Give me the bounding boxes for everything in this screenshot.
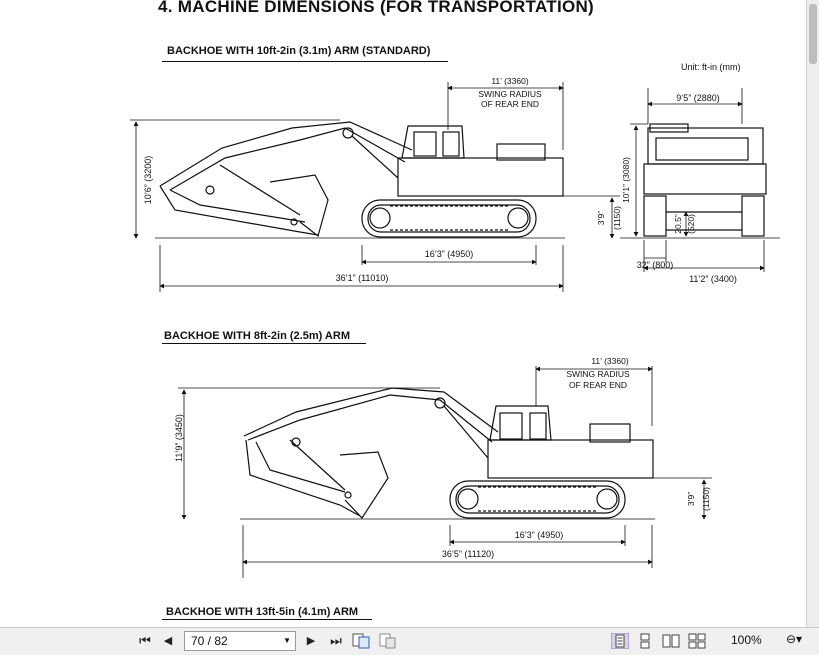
swing-radius-label: SWING RADIUS	[478, 89, 542, 99]
track-height-mm: (1150)	[612, 206, 622, 230]
units-note: Unit: ft-in (mm)	[681, 62, 741, 72]
swing-radius-dim: 11’ (3360)	[491, 76, 528, 86]
continuous-view-icon[interactable]	[637, 633, 653, 649]
swing-radius-dim: 11’ (3360)	[591, 356, 628, 366]
swing-radius-label: OF REAR END	[481, 99, 539, 109]
excavator-front-view	[643, 123, 767, 237]
heading-underline	[162, 61, 448, 62]
track-height-dim: 3’9”	[596, 211, 606, 225]
cab-width-dim: 9’5” (2880)	[676, 93, 720, 103]
dimension-lines-short-arm	[178, 366, 712, 578]
page-number-value: 70 / 82	[191, 634, 228, 648]
page-setup-icon[interactable]	[378, 633, 398, 649]
viewer-toolbar: ⏮ ◀ 70 / 82 ▼ ▶ ⏭ 100% ⊖▾	[0, 627, 819, 655]
page-title: 4. MACHINE DIMENSIONS (FOR TRANSPORTATIO…	[158, 0, 595, 16]
overall-length-dim: 36’1” (11010)	[336, 273, 389, 283]
shoe-width-dim: 32” (800)	[637, 260, 674, 270]
front-height-dim: 10’1” (3080)	[621, 157, 631, 203]
ground-clearance-dim: 20.5”	[673, 214, 683, 234]
track-length-dim: 16’3” (4950)	[425, 249, 474, 259]
overall-length-dim: 36’5” (11120)	[442, 549, 494, 559]
first-page-button[interactable]: ⏮	[139, 633, 151, 648]
zoom-dropdown-icon[interactable]: ⊖▾	[786, 632, 803, 646]
section-heading-standard-arm: BACKHOE WITH 10ft-2in (3.1m) ARM (STANDA…	[167, 45, 431, 57]
section-heading-long-arm: BACKHOE WITH 13ft-5in (4.1m) ARM	[166, 606, 359, 618]
next-page-button[interactable]: ▶	[306, 635, 316, 647]
single-page-view-icon[interactable]	[611, 633, 629, 649]
excavator-side-view-short-arm	[240, 387, 655, 520]
height-dim: 11’9” (3450)	[174, 414, 184, 462]
ground-clearance-mm: (520)	[686, 214, 696, 234]
copy-page-icon[interactable]	[352, 633, 372, 649]
dimension-lines-front	[620, 88, 780, 272]
track-height-dim: 3’9”	[686, 492, 696, 506]
vertical-scrollbar[interactable]	[806, 0, 819, 627]
zoom-level[interactable]: 100%	[731, 633, 762, 647]
swing-radius-label: OF REAR END	[569, 380, 627, 390]
section-heading-short-arm: BACKHOE WITH 8ft-2in (2.5m) ARM	[164, 330, 350, 342]
heading-underline	[162, 343, 366, 344]
last-page-button[interactable]: ⏭	[330, 633, 342, 648]
height-dim: 10’6” (3200)	[143, 156, 153, 205]
page-number-input[interactable]: 70 / 82 ▼	[184, 631, 296, 651]
two-page-view-icon[interactable]	[662, 633, 680, 649]
document-page: 4. MACHINE DIMENSIONS (FOR TRANSPORTATIO…	[130, 0, 780, 620]
chevron-down-icon[interactable]: ▼	[283, 636, 291, 645]
heading-underline	[162, 619, 372, 620]
previous-page-button[interactable]: ◀	[163, 635, 173, 647]
excavator-side-view-standard	[155, 121, 565, 239]
dimension-lines-standard	[130, 82, 620, 292]
two-page-continuous-icon[interactable]	[688, 633, 706, 649]
swing-radius-label: SWING RADIUS	[566, 369, 630, 379]
scrollbar-thumb[interactable]	[809, 4, 817, 64]
track-length-dim: 16’3” (4950)	[515, 530, 564, 540]
dimension-drawings: 11’ (3360) SWING RADIUS OF REAR END 10’6…	[130, 76, 780, 578]
track-height-mm: (1150)	[701, 487, 711, 511]
overall-width-dim: 11’2” (3400)	[689, 274, 737, 284]
